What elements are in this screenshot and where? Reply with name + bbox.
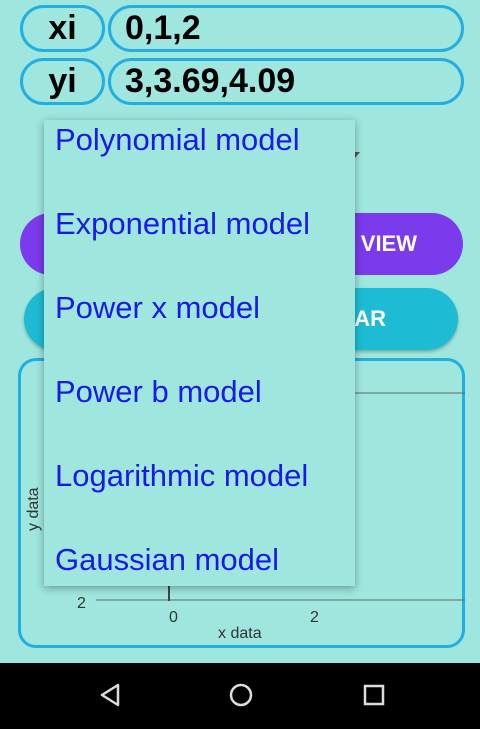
recents-square-icon[interactable] — [362, 683, 386, 707]
model-dropdown-menu: Polynomial model Exponential model Power… — [44, 120, 355, 586]
menu-item-exponential[interactable]: Exponential model — [55, 206, 311, 241]
yi-input[interactable]: 3,3.69,4.09 — [108, 58, 464, 105]
menu-item-polynomial[interactable]: Polynomial model — [55, 122, 300, 157]
y-axis-label: y data — [25, 487, 42, 531]
xi-label: xi — [20, 5, 105, 52]
menu-item-gaussian[interactable]: Gaussian model — [55, 542, 280, 577]
back-triangle-icon[interactable] — [98, 683, 122, 707]
view-button-label: VIEW — [360, 231, 417, 256]
x-tick-label-0: 0 — [169, 609, 178, 626]
x-axis-label: x data — [218, 625, 262, 642]
system-navigation-bar — [0, 663, 480, 729]
menu-item-power-b[interactable]: Power b model — [55, 374, 262, 409]
menu-item-logarithmic[interactable]: Logarithmic model — [55, 458, 309, 493]
menu-item-power-x[interactable]: Power x model — [55, 290, 261, 325]
model-spinner-arrow-icon[interactable] — [350, 152, 360, 158]
xi-input[interactable]: 0,1,2 — [108, 5, 464, 52]
clear-button-label: AR — [354, 306, 386, 331]
y-tick-label: 2 — [77, 595, 86, 612]
x-tick-label-2: 2 — [310, 609, 319, 626]
yi-label: yi — [20, 58, 105, 105]
home-circle-icon[interactable] — [229, 683, 253, 707]
